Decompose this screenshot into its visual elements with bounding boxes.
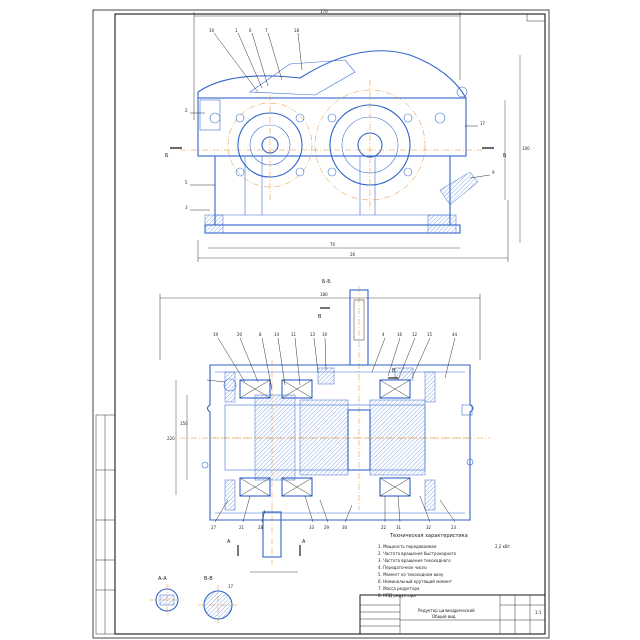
pos-front-10: 10 [209, 28, 215, 33]
title-scale: 1:1 [535, 610, 542, 615]
sheet-frame [92, 9, 550, 639]
tech-item-3: 3. Частота вращения тихоходного [378, 558, 451, 563]
section-vv-title: В-В [204, 576, 213, 582]
dim-housing-height: 220 [167, 436, 175, 441]
pos-bb-12: 12 [412, 332, 418, 337]
pos-front-6: 6 [249, 28, 252, 33]
pos-bb-16: 16 [397, 332, 403, 337]
pos-bb-29: 29 [324, 525, 330, 530]
pos-front-7: 7 [265, 28, 268, 33]
pos-front-9: 9 [492, 170, 495, 175]
pos-front-2: 2 [185, 108, 188, 113]
tech-item-6: 6. Номинальный крутящий момент [378, 579, 453, 584]
tech-item-7: 7. Масса редуктора [378, 586, 420, 591]
section-aa-title: А-А [158, 576, 167, 582]
section-bb-title: Б-Б [322, 279, 331, 285]
front-view: 1 70 [165, 9, 530, 262]
pos-front-3: 3 [185, 205, 188, 210]
pos-front-18: 18 [294, 28, 300, 33]
section-mark-v-bottom: В [392, 368, 396, 374]
section-mark-a-left: А [227, 539, 231, 545]
pos-bb-21: 21 [239, 525, 245, 530]
pos-bb-33: 33 [309, 525, 315, 530]
pos-bb-19: 19 [213, 332, 219, 337]
section-mark-a-right: А [302, 539, 306, 545]
pos-bb-31: 31 [396, 525, 402, 530]
dim-inner-height: 150 [180, 421, 188, 426]
title-block: Редуктор цилиндрический Общий вид 1:1 [359, 594, 546, 635]
title-name: Редуктор цилиндрический [418, 608, 475, 613]
dim-vv-17: 17 [228, 584, 234, 589]
section-bb-view: Б-Б [159, 279, 490, 573]
pos-bb-13: 13 [310, 332, 316, 337]
pos-front-1: 1 [235, 28, 238, 33]
dim-section-width: 180 [320, 292, 328, 297]
pos-front-17: 17 [480, 121, 486, 126]
dim-base-length: 26 [350, 252, 356, 257]
pos-bb-15: 15 [427, 332, 433, 337]
pos-bb-28: 28 [258, 525, 264, 530]
pos-bb-4: 4 [382, 332, 385, 337]
pos-front-5: 5 [185, 180, 188, 185]
tech-item-4: 4. Передаточное число [378, 565, 427, 570]
pos-bb-10: 10 [322, 332, 328, 337]
tech-value-1: 2,2 кВт [495, 544, 511, 549]
tech-items: 1. Мощность передаваемая 2,2 кВт 2. Част… [378, 544, 511, 598]
section-mark-v-top: В [318, 314, 322, 320]
pos-bb-44: 44 [452, 332, 458, 337]
section-vv-view: В-В 17 [198, 576, 238, 625]
title-subname: Общий вид [432, 614, 456, 619]
tech-item-2: 2. Частота вращения быстроходного [378, 551, 457, 556]
section-mark-b-left: Б [165, 153, 169, 159]
pos-bb-11: 11 [291, 332, 297, 337]
pos-bb-14: 14 [274, 332, 280, 337]
pos-bb-23: 23 [451, 525, 457, 530]
tech-item-5: 5. Момент на тихоходном валу [378, 572, 444, 577]
pos-bb-32: 32 [426, 525, 432, 530]
pos-bb-30: 30 [342, 525, 348, 530]
tech-item-1: 1. Мощность передаваемая [378, 544, 437, 549]
pos-bb-8: 8 [259, 332, 262, 337]
dim-height: 100 [522, 146, 530, 151]
section-aa-view: А-А [150, 576, 184, 616]
technical-characteristics: Техническая характеристика 1. Мощность п… [378, 533, 511, 598]
dim-overall-length: 170 [320, 9, 328, 14]
pos-bb-22: 22 [381, 525, 387, 530]
pos-bb-20: 20 [237, 332, 243, 337]
dim-foot-span: 70 [330, 242, 336, 247]
tech-heading: Техническая характеристика [389, 533, 468, 539]
pos-bb-27: 27 [211, 525, 217, 530]
